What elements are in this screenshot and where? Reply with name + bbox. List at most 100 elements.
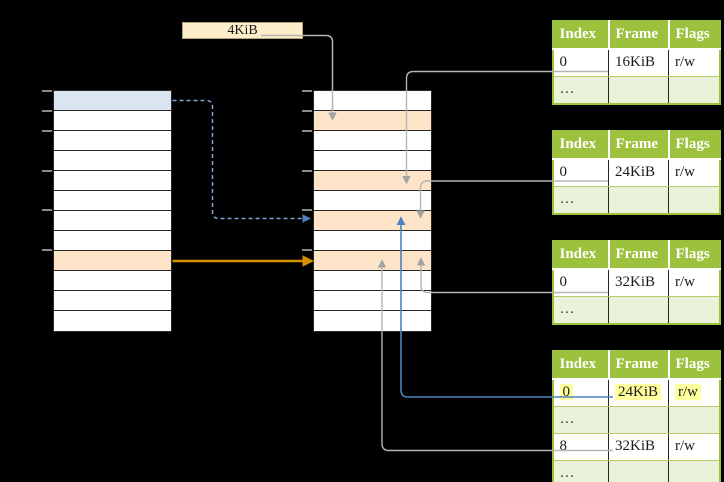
table-cell: [668, 296, 720, 324]
table-cell: r/w: [668, 158, 720, 187]
column-header: Index: [552, 350, 610, 380]
memory-cell: [53, 210, 171, 231]
memory-cell: [53, 310, 171, 331]
table-cell: …: [552, 406, 609, 434]
memory-cell: [314, 110, 431, 131]
column-header: Index: [552, 130, 610, 160]
table-row: …: [552, 460, 720, 482]
table-cell: 0: [552, 158, 609, 187]
table-cell: 24KiB: [608, 378, 669, 407]
table-cell: [608, 460, 669, 482]
table-cell: r/w: [668, 268, 720, 297]
column-header: Flags: [668, 20, 720, 50]
memory-cell: [53, 130, 171, 151]
memory-cell: [53, 170, 171, 191]
tick-mark: [302, 90, 312, 92]
table-cell: 0: [552, 268, 609, 297]
highlighted-value: 0: [559, 384, 573, 400]
table-row: …: [552, 186, 720, 214]
table-cell: [608, 76, 669, 104]
table-cell: …: [552, 460, 609, 482]
physical-memory-array: [313, 89, 432, 332]
memory-cell: [53, 150, 171, 171]
highlighted-value: 24KiB: [615, 384, 662, 400]
table-row: …: [552, 406, 720, 434]
tick-mark: [302, 209, 312, 211]
table-row: 0 24KiB r/w: [552, 378, 720, 407]
tick-mark: [42, 170, 52, 172]
table-cell: …: [552, 296, 609, 324]
tick-mark: [42, 209, 52, 211]
tick-mark: [302, 130, 312, 132]
column-header: Frame: [608, 350, 670, 380]
memory-cell: [314, 230, 431, 251]
table-row: …: [552, 76, 720, 104]
memory-cell: [314, 190, 431, 211]
highlighted-value: r/w: [675, 384, 701, 400]
table-cell: 16KiB: [608, 48, 669, 77]
memory-cell: [53, 250, 171, 271]
table-cell: [608, 186, 669, 214]
arrowhead-right-icon: [302, 214, 311, 223]
memory-cell: [53, 290, 171, 311]
column-header: Flags: [668, 350, 720, 380]
tick-mark: [42, 130, 52, 132]
table-cell: [668, 460, 720, 482]
table-cell: [668, 406, 720, 434]
column-header: Frame: [608, 20, 670, 50]
table-cell: [668, 186, 720, 214]
memory-cell: [314, 270, 431, 291]
table-cell: [608, 406, 669, 434]
tick-mark: [42, 110, 52, 112]
column-header: Frame: [608, 130, 670, 160]
table-cell: 0: [552, 48, 609, 77]
memory-cell: [53, 110, 171, 131]
memory-cell: [314, 150, 431, 171]
page-size-label: 4KiB: [182, 22, 303, 39]
tick-mark: [302, 170, 312, 172]
column-header: Frame: [608, 240, 670, 270]
memory-cell: [314, 130, 431, 151]
table-cell: 0: [552, 378, 609, 407]
tick-mark: [302, 249, 312, 251]
table-cell: …: [552, 76, 609, 104]
table-row: …: [552, 296, 720, 324]
memory-cell: [314, 170, 431, 191]
memory-cell: [53, 90, 171, 111]
memory-cell: [314, 210, 431, 231]
tick-mark: [302, 110, 312, 112]
memory-cell: [53, 230, 171, 251]
column-header: Index: [552, 240, 610, 270]
memory-cell: [53, 190, 171, 211]
memory-cell: [314, 290, 431, 311]
memory-cell: [314, 250, 431, 271]
column-header: Flags: [668, 130, 720, 160]
virtual-memory-array: [52, 89, 172, 332]
table-cell: 32KiB: [608, 268, 669, 297]
table-cell: 8: [552, 433, 609, 461]
table-cell: [608, 296, 669, 324]
memory-cell: [53, 270, 171, 291]
table-cell: r/w: [668, 48, 720, 77]
arrow-virtual-page-dashed: [172, 99, 302, 220]
tick-mark: [42, 90, 52, 92]
column-header: Index: [552, 20, 610, 50]
table-cell: …: [552, 186, 609, 214]
memory-cell: [314, 90, 431, 111]
table-cell: r/w: [668, 378, 720, 407]
